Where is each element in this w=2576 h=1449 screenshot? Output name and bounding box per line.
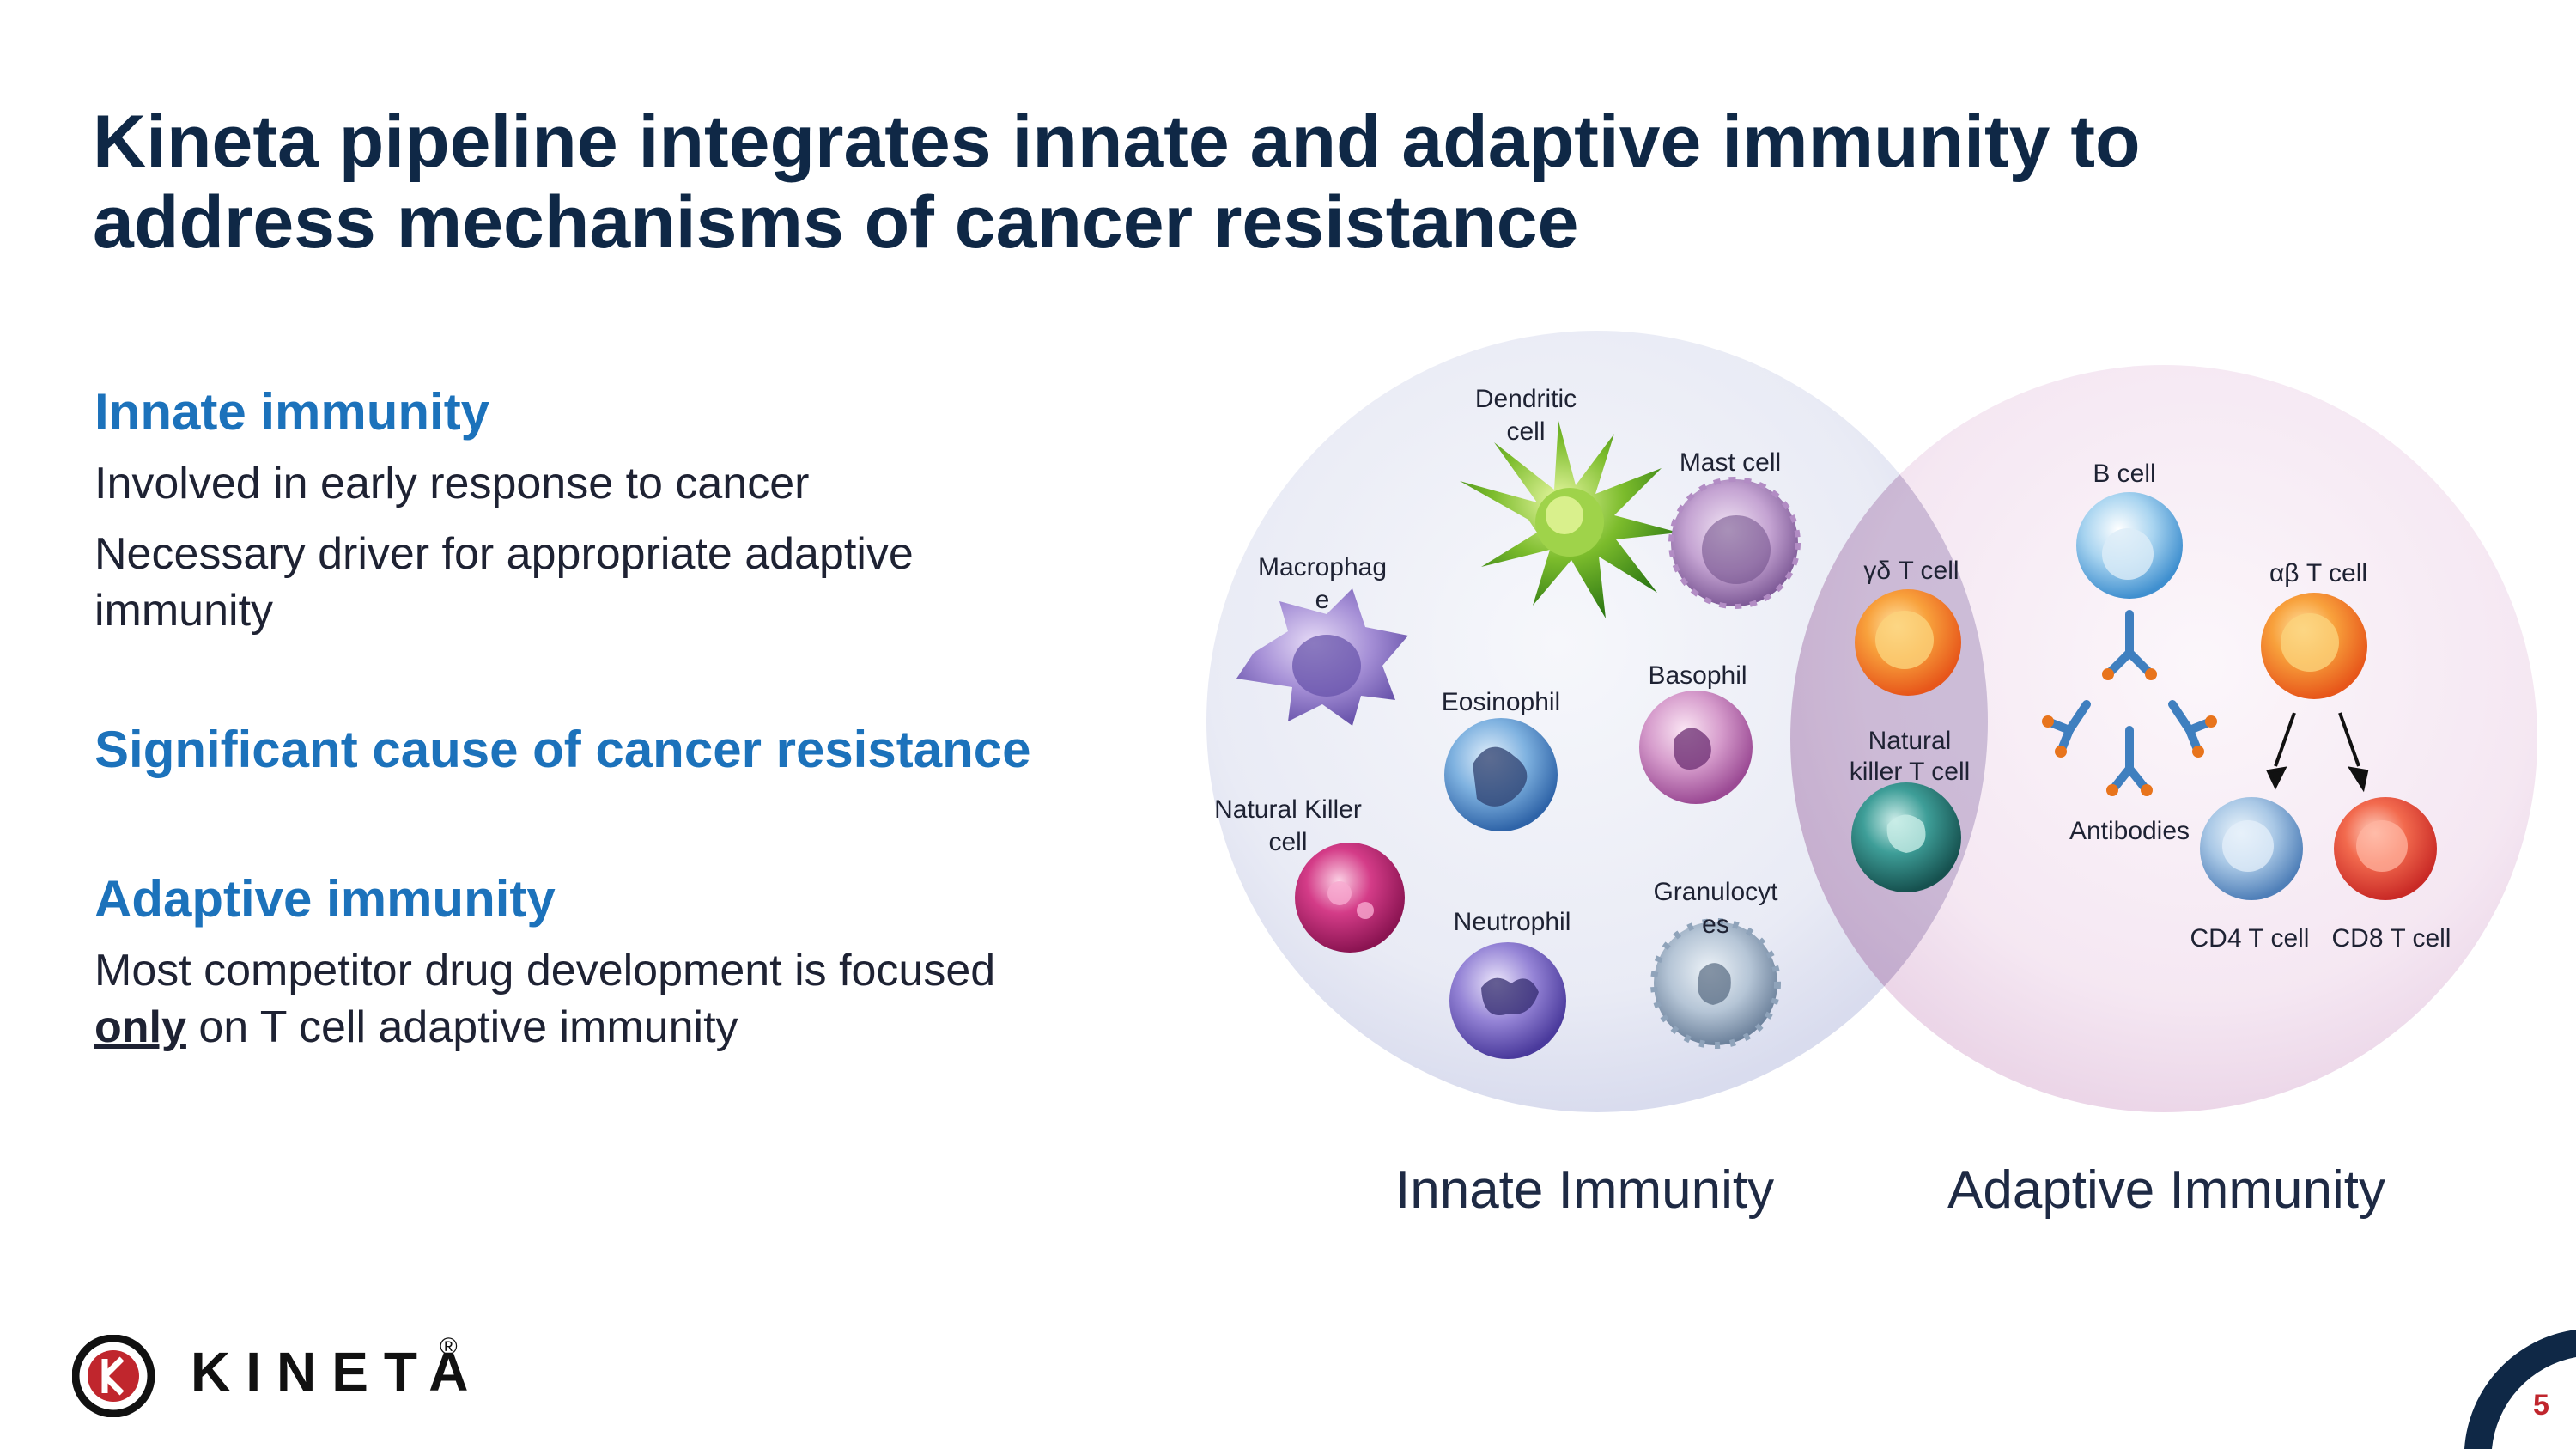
kineta-logo-icon xyxy=(72,1335,155,1417)
label-basophil: Basophil xyxy=(1648,661,1747,690)
differentiation-arrows xyxy=(2266,712,2369,793)
natural-killer-cell-icon xyxy=(1295,843,1405,953)
adaptive-text-pre: Most competitor drug development is focu… xyxy=(94,946,996,995)
eosinophil-icon xyxy=(1444,718,1558,831)
label-cd4-t-cell: CD4 T cell xyxy=(2190,924,2310,953)
kineta-wordmark: KINETA xyxy=(191,1341,484,1403)
nkt-cell-icon xyxy=(1851,782,1961,892)
label-antibodies: Antibodies xyxy=(2069,817,2190,845)
label-cd8-t-cell: CD8 T cell xyxy=(2332,924,2451,953)
corner-arc-decoration xyxy=(2464,1330,2576,1449)
neutrophil-icon xyxy=(1449,942,1566,1059)
innate-bullet-early-response: Involved in early response to cancer xyxy=(94,459,810,508)
basophil-icon xyxy=(1639,691,1753,804)
adaptive-immunity-heading: Adaptive immunity xyxy=(94,870,556,928)
innate-bullet-driver: Necessary driver for appropriate adaptiv… xyxy=(94,529,914,636)
mast-cell-icon xyxy=(1668,477,1801,609)
macrophage-icon xyxy=(1236,588,1408,726)
alpha-beta-t-cell-icon xyxy=(2261,593,2367,699)
innate-immunity-label: Innate Immunity xyxy=(1395,1160,1775,1220)
dendritic-cell-icon xyxy=(1460,421,1679,618)
b-cell-icon xyxy=(2076,492,2183,599)
cd4-t-cell-icon xyxy=(2200,797,2303,900)
adaptive-immunity-circle xyxy=(1790,365,2537,1112)
adaptive-text-emphasis: only xyxy=(94,1002,186,1052)
label-gamma-delta-t-cell: γδ T cell xyxy=(1863,557,1959,585)
cd8-t-cell-icon xyxy=(2334,797,2437,900)
page-title: Kineta pipeline integrates innate and ad… xyxy=(93,100,2141,264)
label-alpha-beta-t-cell: αβ T cell xyxy=(2269,559,2367,588)
granulocytes-icon xyxy=(1650,918,1781,1049)
resistance-heading: Significant cause of cancer resistance xyxy=(94,721,1031,778)
label-neutrophil: Neutrophil xyxy=(1454,908,1571,936)
gamma-delta-t-cell-icon xyxy=(1855,589,1961,696)
registered-mark: ® xyxy=(440,1333,458,1360)
antibodies-icon xyxy=(2042,610,2217,796)
innate-immunity-heading: Innate immunity xyxy=(94,383,490,441)
page-number: 5 xyxy=(2533,1389,2549,1422)
adaptive-immunity-label: Adaptive Immunity xyxy=(1947,1160,2385,1220)
label-b-cell: B cell xyxy=(2093,460,2155,488)
label-mast-cell: Mast cell xyxy=(1680,448,1781,477)
adaptive-text-post: on T cell adaptive immunity xyxy=(185,1002,738,1052)
adaptive-description: Most competitor drug development is focu… xyxy=(94,942,1108,1056)
label-eosinophil: Eosinophil xyxy=(1442,688,1560,716)
kineta-logo: KINETA ® xyxy=(72,1331,484,1426)
